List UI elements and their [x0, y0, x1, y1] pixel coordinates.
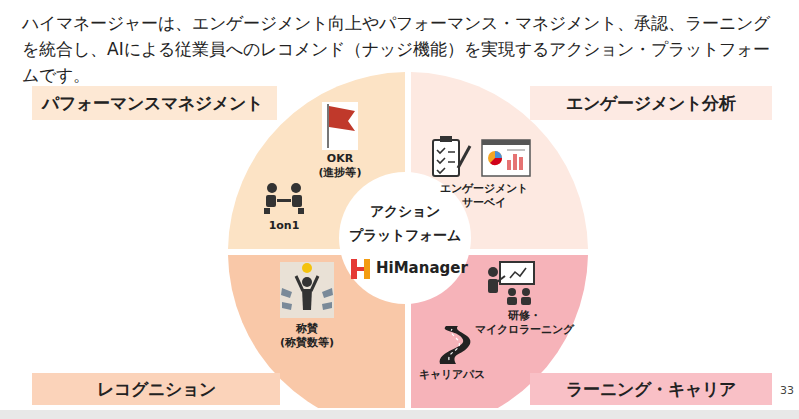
slide-edge [0, 410, 799, 419]
page-number: 33 [780, 384, 794, 397]
band-label: ラーニング・キャリア [566, 378, 736, 401]
chart-icon [482, 140, 530, 176]
icon-label: OKR (進捗等) [310, 152, 370, 180]
category-band: レコグニション [32, 373, 280, 405]
road-icon [440, 326, 471, 364]
applause-icon [280, 262, 334, 318]
band-label: パフォーマンスマネジメント [42, 92, 263, 115]
category-band: エンゲージメント分析 [530, 86, 772, 120]
icon-label: 1on1 [259, 219, 309, 233]
icon-label: 称賛 (称賛数等) [269, 322, 345, 350]
logo-text: HiManager [376, 259, 476, 277]
icon-label: エンゲージメント サーベイ [434, 182, 534, 210]
band-label: エンゲージメント分析 [566, 92, 736, 115]
page-title: ハイマネージャーは、エンゲージメント向上やパフォーマンス・マネジメント、承認、ラ… [22, 10, 782, 88]
quadrant: OKR (進捗等) 1on1 [228, 72, 405, 249]
category-band: ラーニング・キャリア [530, 373, 772, 405]
band-label: レコグニション [97, 378, 216, 401]
quadrant: エンゲージメント サーベイ [411, 72, 588, 249]
flag-icon [322, 102, 358, 150]
category-band: パフォーマンスマネジメント [32, 86, 277, 120]
icon-label: 研修・ マイクロラーニング [469, 309, 579, 337]
training-icon [488, 262, 534, 305]
clipboard-icon [433, 136, 470, 176]
pie [228, 72, 588, 408]
logo-mark [351, 259, 370, 279]
center-circle: アクション プラットフォームHiManager [339, 172, 471, 304]
meeting-icon [264, 183, 304, 214]
platform-label: アクション プラットフォーム [341, 199, 469, 247]
icon-label: キャリアパス [412, 368, 492, 382]
